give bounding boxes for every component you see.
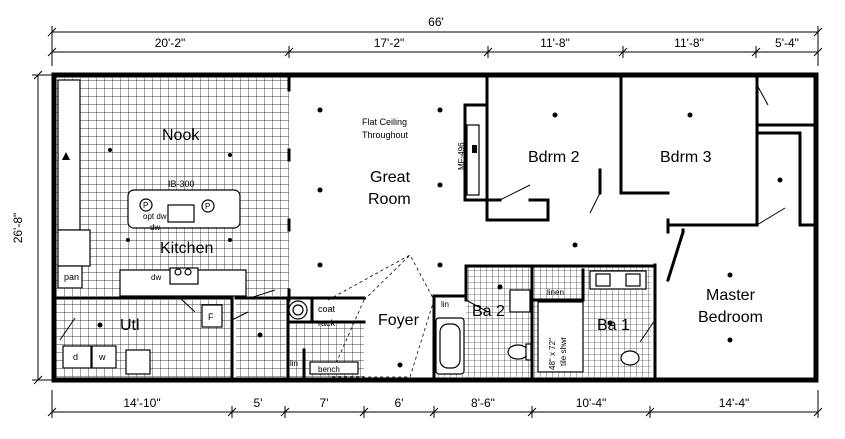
bottom-dim-7: 14'-4" (719, 396, 750, 410)
room-labels: Nook Kitchen Utl Great Room Bdrm 2 Bdrm … (120, 127, 763, 334)
room-great-2: Room (368, 191, 411, 208)
room-kitchen: Kitchen (160, 240, 213, 257)
room-nook: Nook (162, 127, 200, 144)
room-utl: Utl (120, 317, 140, 334)
dw-small-label: dw (150, 223, 160, 232)
overall-width-dimension: 66' (47, 15, 823, 66)
fixture-labels: Flat Ceiling Throughout IB-300 opt dw dw… (64, 117, 568, 374)
overall-depth-dimension: 26'-8" (11, 70, 54, 385)
top-dim-3: 11'-8" (540, 36, 570, 50)
kitchen-fixtures (57, 79, 247, 375)
linen-label: linen (547, 288, 564, 297)
room-master-1: Master (706, 287, 756, 304)
bench-label: bench (318, 365, 340, 374)
overall-width-label: 66' (428, 15, 444, 29)
room-bdrm2: Bdrm 2 (528, 149, 580, 166)
pantry-label: pan (64, 272, 79, 282)
foyer-linen-label: lin (290, 359, 298, 368)
island-p2-label: P (205, 202, 210, 211)
room-foyer: Foyer (378, 312, 420, 329)
bottom-dim-5: 8'-6" (471, 396, 495, 410)
top-dim-1: 20'-2" (155, 36, 186, 50)
flat-ceiling-label-1: Flat Ceiling (362, 117, 407, 127)
bottom-dim-4: 6' (395, 396, 404, 410)
exterior-walls (51, 72, 819, 383)
shower-label-1: 48" x 72" (548, 338, 557, 370)
top-dim-4: 11'-8" (674, 36, 704, 50)
light-fixtures (97, 107, 783, 368)
fireplace-label: MF-496 (457, 142, 466, 170)
room-bdrm3: Bdrm 3 (660, 149, 712, 166)
coat-rack-label-1: coat (318, 304, 336, 314)
bottom-dim-6: 10'-4" (576, 396, 607, 410)
fridge-label: F (208, 312, 214, 322)
bottom-dim-3: 7' (320, 396, 329, 410)
interior-walls (54, 76, 815, 382)
island-p1-label: P (143, 201, 148, 210)
coat-rack-label-2: rack (318, 318, 336, 328)
room-master-2: Bedroom (698, 309, 763, 326)
opt-dw-label: opt dw (143, 212, 167, 221)
bottom-dimensions: 14'-10" 5' 7' 6' 8'-6" 10'-4" 14'-4" (47, 390, 823, 418)
bath-fixtures (288, 124, 647, 375)
room-ba2: Ba 2 (472, 303, 505, 320)
room-ba1: Ba 1 (597, 317, 630, 334)
dw-sink-label: dw (151, 273, 161, 282)
top-dim-5: 5'-4" (775, 36, 799, 50)
room-great-1: Great (370, 169, 411, 186)
bottom-dim-2: 5' (254, 396, 263, 410)
island-label: IB-300 (168, 179, 195, 189)
bottom-dim-1: 14'-10" (123, 396, 160, 410)
shower-label-2: tile shwr (559, 336, 568, 366)
ba2-linen-label: lin (441, 300, 449, 309)
dryer-label: d (73, 352, 78, 362)
top-dim-2: 17'-2" (374, 36, 405, 50)
overall-depth-label: 26'-8" (11, 213, 25, 244)
washer-label: w (98, 352, 106, 362)
door-swings (59, 84, 786, 343)
flat-ceiling-label-2: Throughout (362, 130, 409, 140)
top-dimensions: 20'-2" 17'-2" 11'-8" 11'-8" 5'-4" (47, 36, 823, 58)
foyer-ceiling-outline (327, 254, 435, 378)
